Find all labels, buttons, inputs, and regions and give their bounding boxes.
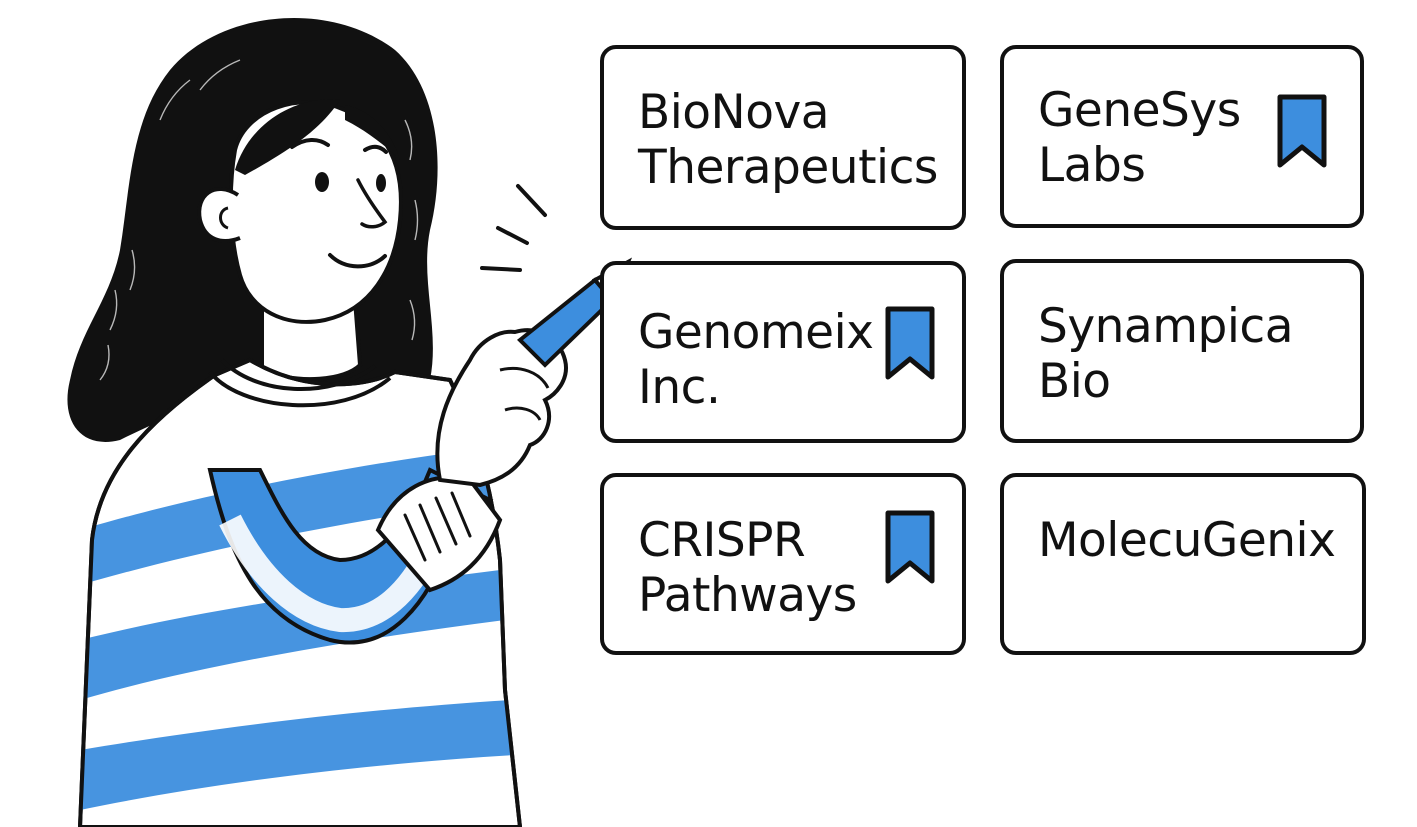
company-card-bionova[interactable]: BioNova Therapeutics bbox=[600, 45, 966, 230]
hand bbox=[435, 328, 568, 488]
company-name: Genomeix Inc. bbox=[638, 305, 874, 415]
company-name: CRISPR Pathways bbox=[638, 513, 857, 623]
company-card-crispr[interactable]: CRISPR Pathways bbox=[600, 473, 966, 655]
company-name: Synampica Bio bbox=[1038, 299, 1294, 409]
company-name: GeneSys Labs bbox=[1038, 83, 1241, 193]
bookmark-icon[interactable] bbox=[1276, 93, 1328, 169]
company-card-synampica[interactable]: Synampica Bio bbox=[1000, 259, 1364, 443]
company-card-molecugenix[interactable]: MolecuGenix bbox=[1000, 473, 1366, 655]
company-name: MolecuGenix bbox=[1038, 513, 1336, 568]
bookmark-icon[interactable] bbox=[884, 305, 936, 381]
company-card-genomeix[interactable]: Genomeix Inc. bbox=[600, 261, 966, 443]
company-name: BioNova Therapeutics bbox=[638, 85, 938, 195]
bookmark-icon[interactable] bbox=[884, 509, 936, 585]
company-card-genesys[interactable]: GeneSys Labs bbox=[1000, 45, 1364, 228]
cuff bbox=[375, 475, 503, 593]
woman-illustration bbox=[67, 17, 633, 827]
